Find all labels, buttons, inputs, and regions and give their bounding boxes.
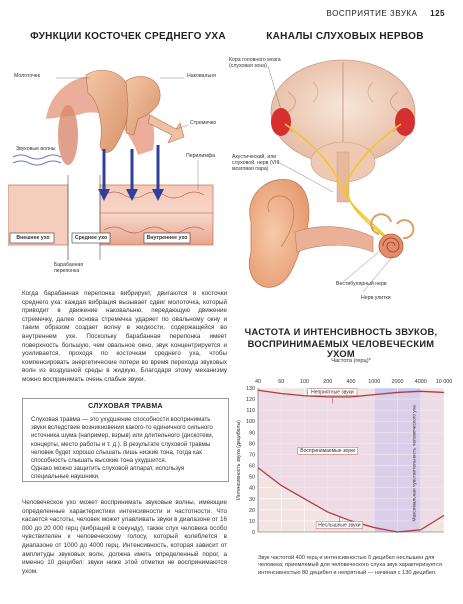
ossicles-paragraph: Когда барабанная перепонка вибрирует, дв… [22,290,227,383]
incus-bone [125,76,161,136]
auditory-cortex-right [395,108,415,136]
sound-waves-shape [12,154,62,160]
y-tick-label: 80 [249,441,255,447]
malleus-label: Молоточек [14,73,40,79]
perceived-sounds-label: Воспринимаемые звуки [300,448,355,454]
perceived-sounds-label-box [297,447,358,455]
chart-title-line-1: ЧАСТОТА И ИНТЕНСИВНОСТЬ ЗВУКОВ, [244,327,438,337]
section-name: ВОСПРИЯТИЕ ЗВУКА [326,9,418,18]
y-tick-label: 0 [252,530,255,536]
acoustic-nerve-label: Акустический, или слуховой, нерв (VIII м… [232,154,280,172]
page-number: 125 [430,9,445,18]
inaudible-sounds-label: Неслышные звуки [318,522,360,528]
x-tick-label: 400 [347,379,356,385]
nerves-diagram [248,59,416,293]
outer-ear-label: Внешнее ухо [16,235,50,241]
x-tick-label: 10 000 [436,379,452,385]
trauma-title-rule [93,412,159,413]
page-header: ВОСПРИЯТИЕ ЗВУКА 125 [327,9,445,18]
max-sensitivity-label: Максимальная чувствительность человеческ… [412,405,418,522]
unpleasant-sounds-label: Неприятные звуки [311,390,354,396]
eardrum-shape [58,105,78,165]
malleus-bone [85,70,130,153]
y-tick-label: 10 [249,519,255,525]
x-axis-label: Частота (герц)* [331,358,371,364]
x-tick-label: 2000 [392,379,404,385]
y-axis-label: Интенсивность звука (децибелы) [236,420,242,500]
ossicles-diagram [8,70,214,260]
perilymph-label: Перилимфа [186,153,216,159]
hearing-trauma-box: СЛУХОВАЯ ТРАВМА Слуховая травма — это ух… [22,398,229,482]
nerve-path [284,123,392,243]
y-tick-label: 120 [246,397,255,403]
x-tick-label: 1000 [368,379,380,385]
y-tick-label: 130 [246,386,255,392]
inner-ear-label: Внутреннее ухо [146,235,188,241]
y-tick-label: 100 [246,419,255,425]
y-tick-label: 50 [249,475,255,481]
y-tick-label: 70 [249,452,255,458]
pain-threshold-curve [257,389,445,398]
trauma-title: СЛУХОВАЯ ТРАВМА [88,403,163,410]
x-tick-label: 4000 [415,379,427,385]
cochlea-shape [378,233,404,259]
vestibular-nerve-label: Вестибулярный нерв [336,281,387,287]
snail-nerve-label: Нерв улитки [361,295,391,301]
y-tick-label: 110 [246,408,255,414]
middle-ear-label: Среднее ухо [74,235,108,241]
trauma-text: Слуховая травма — это ухудшение способно… [31,416,214,465]
y-tick-label: 20 [249,508,255,514]
x-tick-label: 100 [300,379,309,385]
chart-title-line-2: ВОСПРИНИМАЕМЫХ ЧЕЛОВЕЧЕСКИМ УХОМ [247,339,435,359]
unpleasant-sounds-label-box [307,388,358,396]
y-tick-label: 60 [249,464,255,470]
nerve-path [345,123,402,243]
auditory-cortex-label: Кора головного мозга (слуховая зона) [229,57,281,69]
x-tick-label: 40 [255,379,261,385]
y-tick-label: 90 [249,430,255,436]
hearing-range-paragraph: Человеческое ухо может воспринимать звук… [22,499,227,575]
x-tick-label: 200 [323,379,332,385]
ossicles-title: ФУНКЦИИ КОСТОЧЕК СРЕДНЕГО УХА [30,31,226,42]
y-tick-label: 30 [249,497,255,503]
eardrum-label: Барабанная перепонка [54,262,84,274]
trauma-text-2: Однако можно защитить слуховой аппарат, … [31,465,185,481]
incus-label: Наковальня [187,73,216,79]
hearing-threshold-curve [257,467,445,533]
chart-caption: Звук частотой 400 герц и интенсивностью … [258,555,442,576]
sound-waves-label: Звуковые волны [16,146,56,152]
x-tick-label: 60 [278,379,284,385]
y-tick-label: 40 [249,486,255,492]
auditory-cortex-left [271,108,291,136]
nerves-title: КАНАЛЫ СЛУХОВЫХ НЕРВОВ [266,31,424,42]
stapes-label: Стремечко [190,120,217,126]
perceived-area [258,390,444,532]
stapes-bone [147,114,185,144]
